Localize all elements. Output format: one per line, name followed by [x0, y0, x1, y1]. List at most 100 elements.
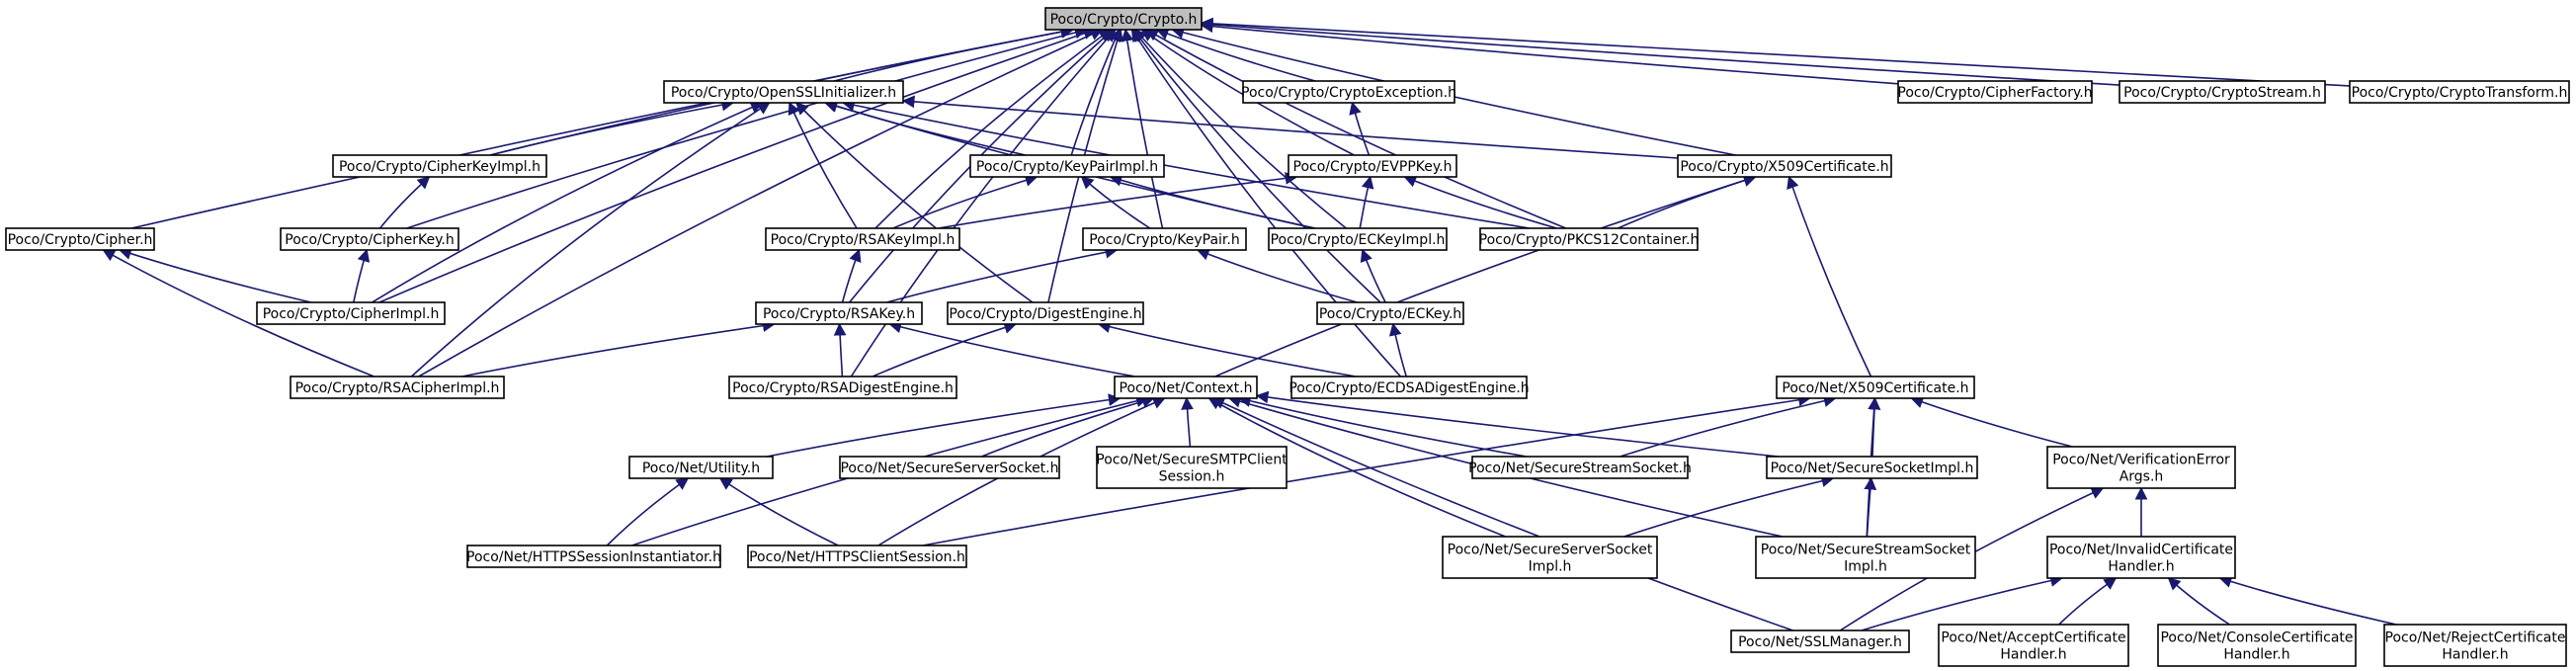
node-box [1114, 376, 1258, 399]
edge-pkcs12-to-evppkey [1403, 175, 1557, 229]
node-label: Poco/Crypto/Crypto.h [1050, 12, 1198, 28]
node-cryptoexc[interactable]: Poco/Crypto/CryptoException.h [1241, 80, 1456, 104]
node-box [728, 376, 957, 399]
edge-digestengine-to-openssl [795, 102, 1034, 303]
node-label: Handler.h [2108, 559, 2174, 575]
edge-rsacipherimpl-to-rsakey [461, 319, 776, 377]
node-keypairimpl[interactable]: Poco/Crypto/KeyPairImpl.h [969, 154, 1165, 178]
edge-cipherfactory-to-crypto [1200, 20, 1899, 85]
edge-secserversockimpl-to-secsocketimpl [1623, 474, 1835, 538]
node-cipher[interactable]: Poco/Crypto/Cipher.h [5, 227, 155, 251]
edge-cryptotransform-to-crypto [1200, 17, 2351, 87]
node-box [1242, 80, 1455, 104]
node-label: Poco/Net/VerificationError [2052, 453, 2230, 468]
edge-cipherimpl-to-cipherkey [353, 248, 371, 303]
node-cipherfactory[interactable]: Poco/Crypto/CipherFactory.h [1897, 80, 2093, 104]
node-cipherimpl[interactable]: Poco/Crypto/CipherImpl.h [256, 301, 446, 325]
node-secserversocket[interactable]: Poco/Net/SecureServerSocket.h [839, 456, 1060, 479]
node-label: Poco/Crypto/CipherImpl.h [263, 306, 440, 322]
edge-secserversockimpl-to-context [1207, 397, 1506, 538]
node-cryptostream[interactable]: Poco/Crypto/CryptoStream.h [2119, 80, 2326, 104]
node-sslmanager[interactable]: Poco/Net/SSLManager.h [1730, 629, 1910, 653]
node-crypto[interactable]: Poco/Crypto/Crypto.h [1044, 7, 1203, 31]
node-cipherkeyimpl[interactable]: Poco/Crypto/CipherKeyImpl.h [332, 154, 547, 178]
node-box [755, 301, 923, 325]
edge-rejectcert-to-invalidcert [2218, 575, 2397, 626]
node-box [1677, 154, 1892, 178]
edge-secsocketimpl-to-context [1255, 390, 1780, 458]
node-pkcs12[interactable]: Poco/Crypto/PKCS12Container.h [1479, 227, 1700, 251]
node-eckeyimpl[interactable]: Poco/Crypto/ECKeyImpl.h [1268, 227, 1448, 251]
node-label: Poco/Crypto/RSAKeyImpl.h [771, 232, 956, 248]
node-label: Poco/Crypto/KeyPairImpl.h [976, 159, 1158, 175]
node-rsadigest[interactable]: Poco/Crypto/RSADigestEngine.h [728, 376, 957, 399]
edge-rsadigest-to-rsakey [833, 322, 847, 377]
node-label: Poco/Net/RejectCertificate [2385, 630, 2566, 646]
node-box [2157, 624, 2357, 667]
edge-keypair-to-keypairimpl [1080, 176, 1151, 229]
node-label: Poco/Net/SecureStreamSocket.h [1468, 461, 1692, 476]
node-box [466, 545, 721, 568]
node-label: Poco/Net/X509Certificate.h [1782, 380, 1968, 396]
edge-secstreamsocket-to-netx509 [1620, 394, 1837, 458]
node-box [290, 376, 505, 399]
node-ecdsadigest[interactable]: Poco/Crypto/ECDSADigestEngine.h [1288, 376, 1530, 399]
edge-rsadigest-to-crypto [850, 29, 1117, 377]
node-box [1290, 376, 1528, 399]
edge-cipherkey-to-crypto [406, 26, 1088, 229]
node-box [1442, 536, 1658, 579]
edge-context-to-x509c [1214, 174, 1757, 377]
edges [102, 17, 2397, 631]
edge-verifyerr-to-netx509 [1910, 395, 2073, 448]
edge-x509c-to-openssl [901, 95, 1679, 159]
node-label: Poco/Net/SSLManager.h [1738, 634, 1902, 650]
node-label: Poco/Crypto/ECDSADigestEngine.h [1288, 380, 1529, 396]
edge-cipherimpl-to-openssl [372, 101, 764, 303]
node-evppkey[interactable]: Poco/Crypto/EVPPKey.h [1288, 154, 1457, 178]
node-keypair[interactable]: Poco/Crypto/KeyPair.h [1082, 227, 1247, 251]
node-label: Poco/Net/SecureStreamSocket [1761, 543, 1971, 558]
node-context[interactable]: Poco/Net/Context.h [1114, 376, 1258, 399]
node-digestengine[interactable]: Poco/Crypto/DigestEngine.h [947, 301, 1144, 325]
node-label: Poco/Crypto/CipherKey.h [285, 232, 454, 248]
edge-pkcs12-to-openssl [841, 99, 1530, 229]
node-netx509[interactable]: Poco/Net/X509Certificate.h [1776, 376, 1975, 399]
node-secstreamsocket[interactable]: Poco/Net/SecureStreamSocket.h [1468, 456, 1692, 479]
node-box [1082, 227, 1247, 251]
edge-cipherkeyimpl-to-openssl [489, 98, 735, 156]
edge-acceptcert-to-invalidcert [2058, 577, 2118, 626]
node-label: Poco/Net/InvalidCertificate [2049, 543, 2233, 558]
node-eckey[interactable]: Poco/Crypto/ECKey.h [1316, 301, 1464, 325]
edge-sslmanager-to-context [1211, 397, 1793, 631]
node-x509c[interactable]: Poco/Crypto/X509Certificate.h [1677, 154, 1892, 178]
node-utility[interactable]: Poco/Net/Utility.h [628, 456, 774, 479]
edge-consolecert-to-invalidcert [2167, 577, 2230, 626]
node-httpsclient[interactable]: Poco/Net/HTTPSClientSession.h [747, 545, 967, 568]
node-rsakeyimpl[interactable]: Poco/Crypto/RSAKeyImpl.h [765, 227, 960, 251]
edge-ecdsadigest-to-eckey [1388, 322, 1407, 377]
node-httpsinst[interactable]: Poco/Net/HTTPSSessionInstantiator.h [466, 545, 721, 568]
node-rsacipherimpl[interactable]: Poco/Crypto/RSACipherImpl.h [290, 376, 505, 399]
edge-eckey-to-keypair [1196, 248, 1358, 303]
edge-pkcs12-to-crypto [1145, 29, 1567, 229]
node-cryptotransform[interactable]: Poco/Crypto/CryptoTransform.h [2349, 80, 2570, 104]
node-openssl[interactable]: Poco/Crypto/OpenSSLInitializer.h [663, 80, 904, 104]
edge-utility-to-context [766, 393, 1122, 458]
node-rsakey[interactable]: Poco/Crypto/RSAKey.h [755, 301, 923, 325]
node-secsocketimpl[interactable]: Poco/Net/SecureSocketImpl.h [1766, 456, 1978, 479]
edge-eckeyimpl-to-evppkey [1359, 175, 1374, 229]
node-label: Poco/Crypto/Cipher.h [8, 232, 153, 248]
node-cipherkey[interactable]: Poco/Crypto/CipherKey.h [280, 227, 459, 251]
node-label: Poco/Crypto/CryptoException.h [1241, 85, 1456, 101]
edge-rsakeyimpl-to-crypto [874, 29, 1113, 229]
edge-eckey-to-eckeyimpl [1360, 248, 1386, 303]
edge-secstreamsockimpl-to-secsocketimpl [1864, 476, 1877, 538]
